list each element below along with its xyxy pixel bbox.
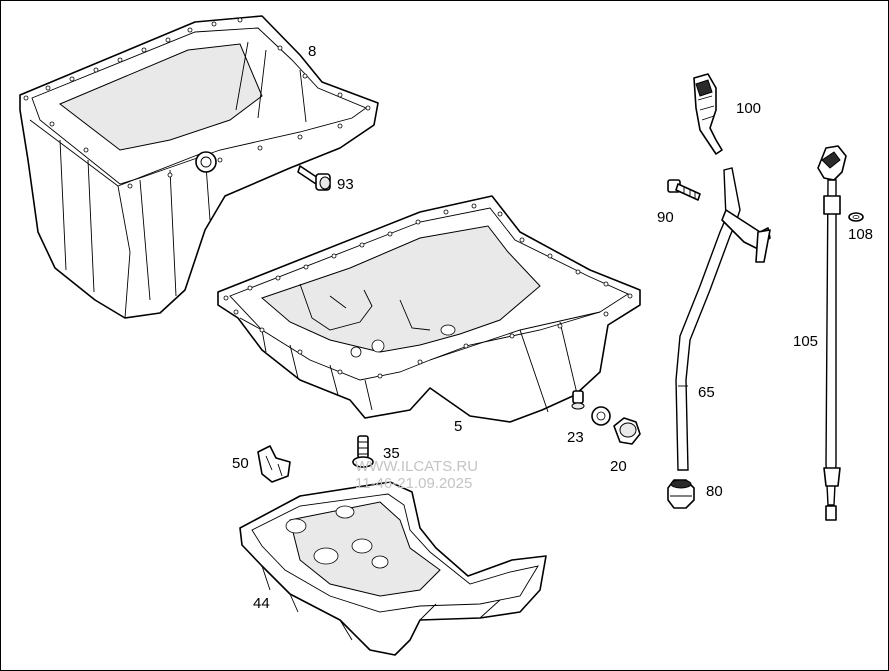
plug-80-drawing <box>667 479 695 509</box>
label-part-23: 23 <box>567 429 584 446</box>
dipstick-105-drawing <box>817 145 847 521</box>
clip-50-drawing <box>257 445 291 483</box>
watermark-line-2: 11-46-21.09.2025 <box>355 475 473 493</box>
bolt-90-drawing <box>667 179 701 201</box>
label-part-20: 20 <box>610 458 627 475</box>
label-part-50: 50 <box>232 455 249 472</box>
label-part-100: 100 <box>736 100 762 117</box>
label-part-5: 5 <box>454 418 463 435</box>
label-part-35: 35 <box>383 445 400 462</box>
upper-oil-pan-drawing <box>19 15 379 319</box>
guide-tube-65-drawing <box>675 167 771 471</box>
seal-ring-and-plug-20-drawing <box>591 406 641 445</box>
label-part-108: 108 <box>848 226 874 243</box>
sensor-100-drawing <box>693 73 723 155</box>
label-part-65: 65 <box>698 384 715 401</box>
bolt-93-drawing <box>297 165 331 191</box>
o-ring-108-drawing <box>848 212 864 222</box>
watermark-line-1: WWW.ILCATS.RU <box>355 458 479 475</box>
label-part-8: 8 <box>308 43 317 60</box>
lower-oil-pan-drawing <box>239 481 547 656</box>
watermark: WWW.ILCATS.RU 11-46-21.09.2025 <box>355 458 478 493</box>
label-part-44: 44 <box>253 595 270 612</box>
label-part-105: 105 <box>793 333 819 350</box>
label-part-90: 90 <box>657 209 674 226</box>
main-oil-pan-drawing <box>217 195 641 423</box>
stud-35-drawing <box>352 435 374 468</box>
plug-23-drawing <box>571 390 585 410</box>
label-part-93: 93 <box>337 176 354 193</box>
label-part-80: 80 <box>706 483 723 500</box>
